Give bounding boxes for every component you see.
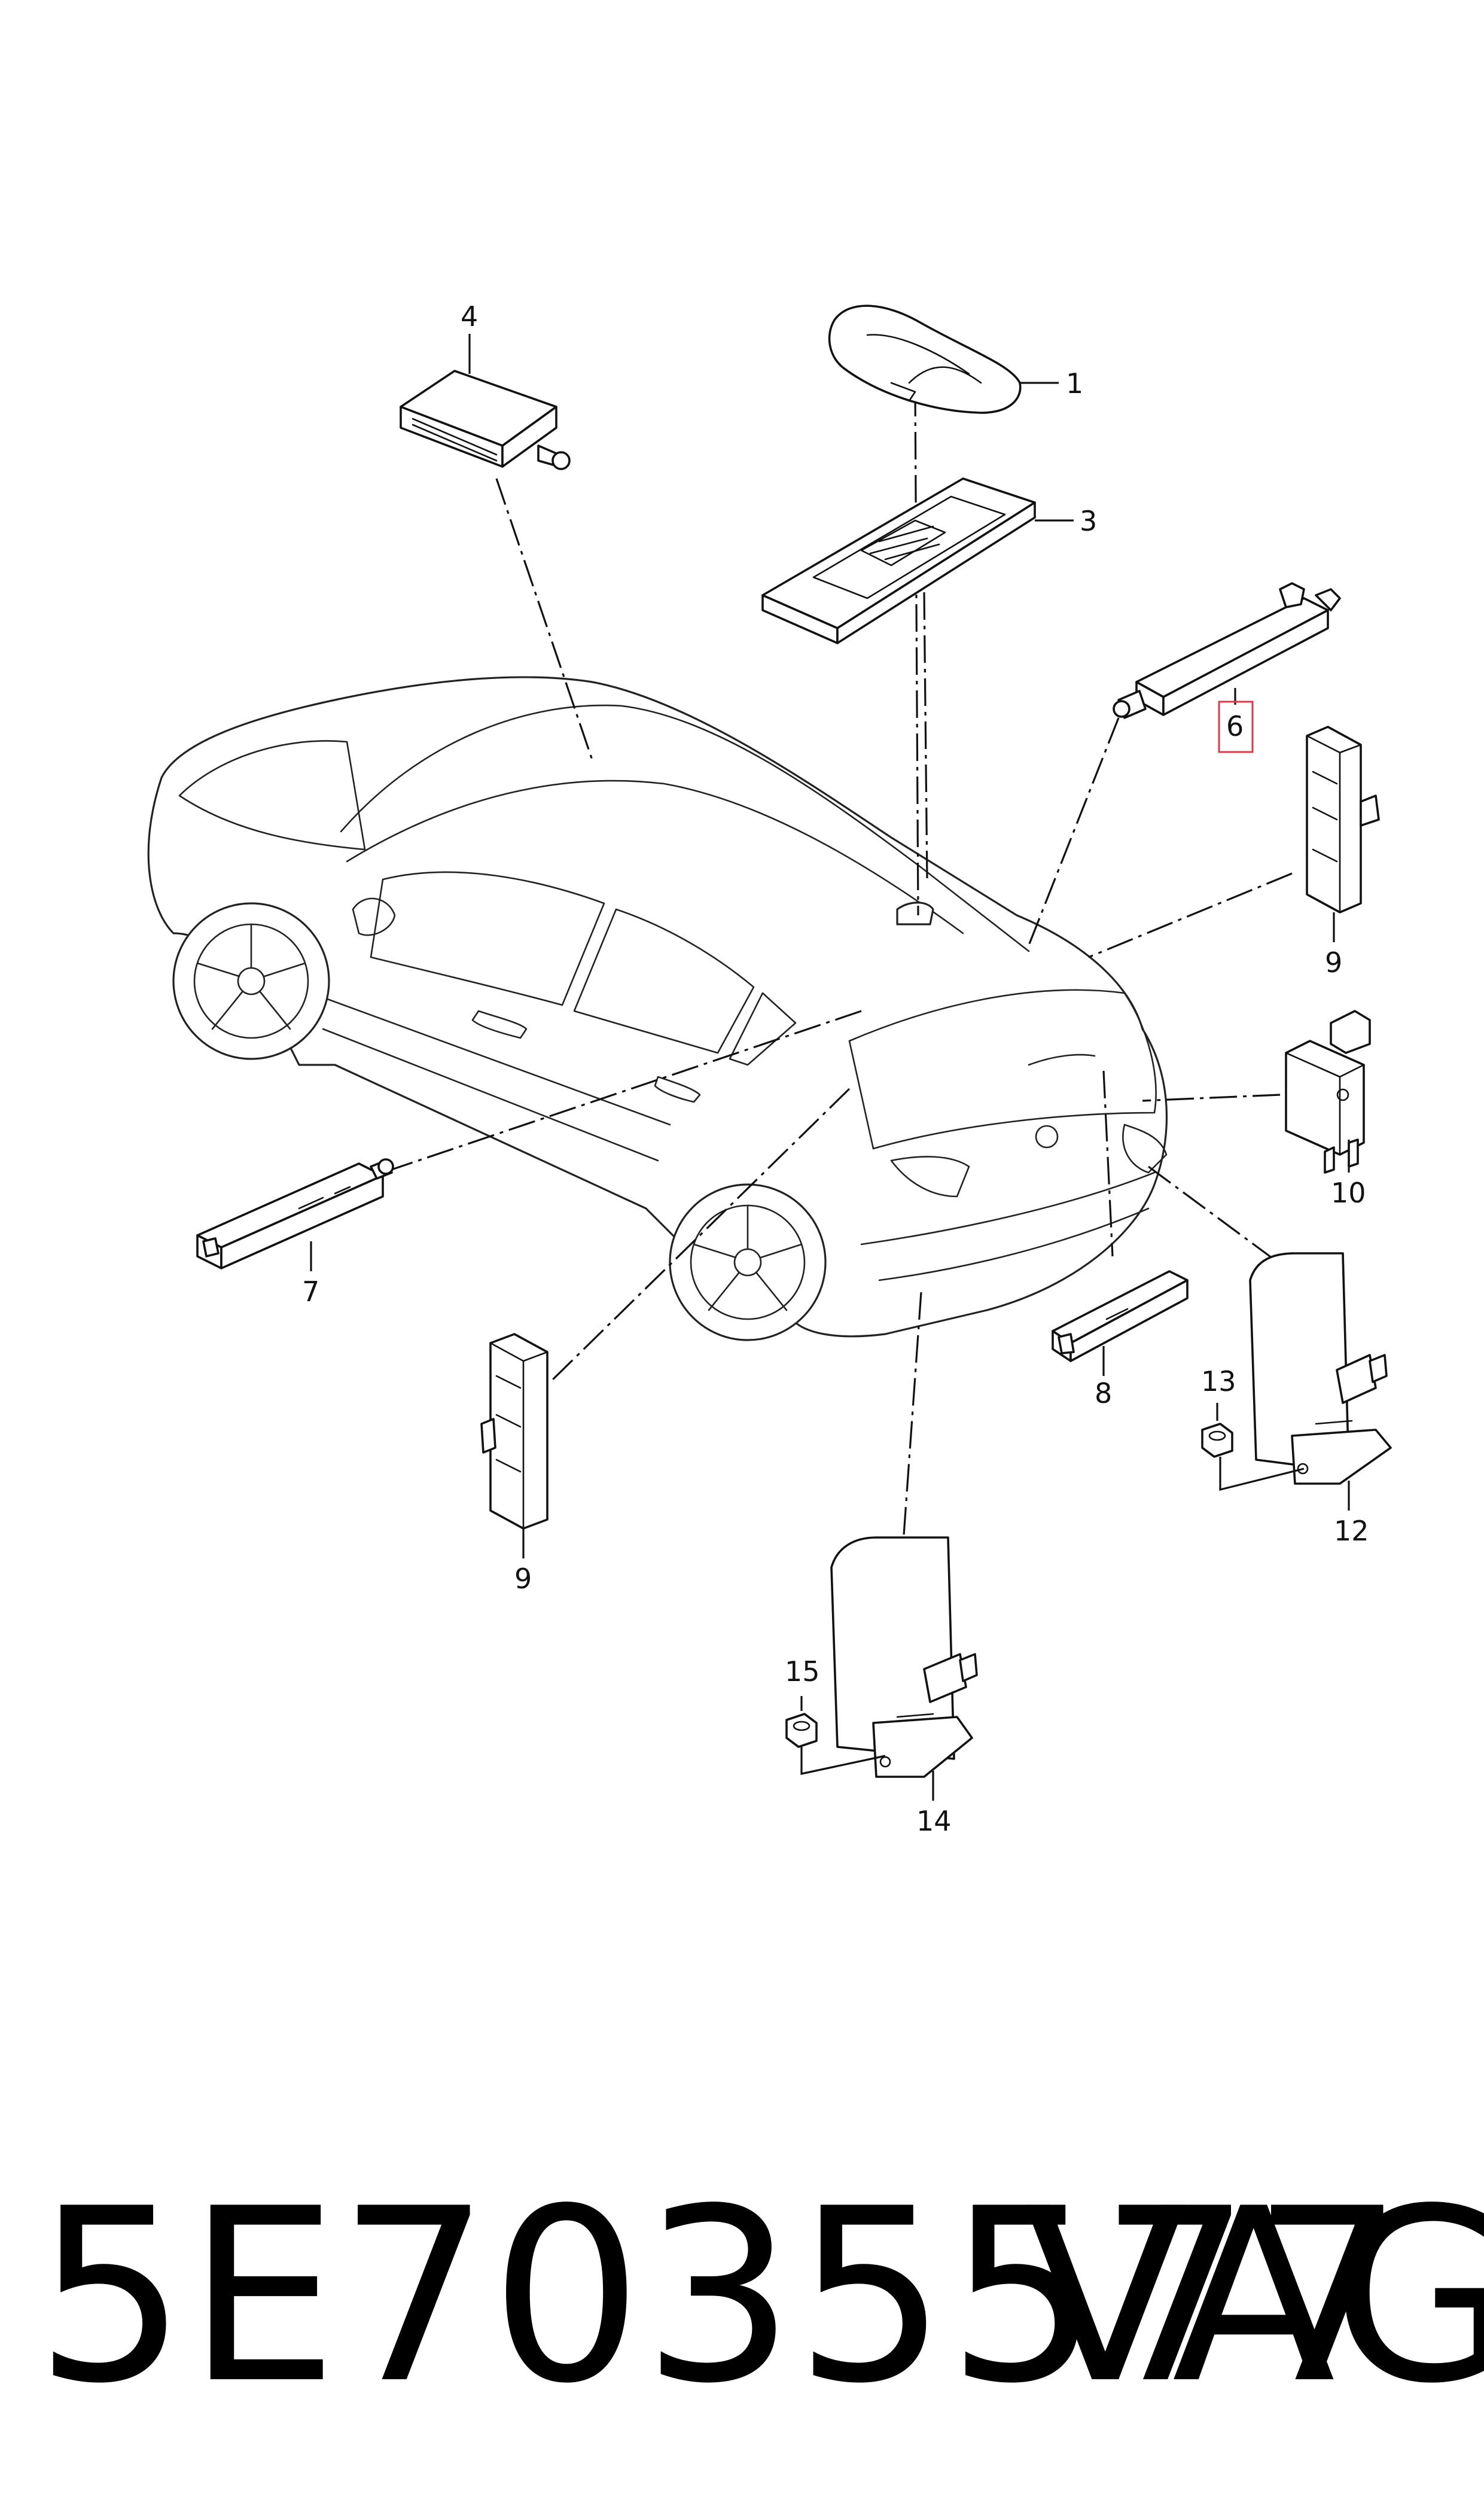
bracket-module-part-14 [830,1536,978,1778]
callout-14: 14 [916,1805,952,1837]
antenna-module-part-9-left [480,1333,548,1530]
antenna-bar-part-6 [1113,582,1341,719]
callout-8: 8 [1095,1377,1112,1409]
callout-3: 3 [1080,505,1097,537]
connection-lines [382,388,1293,1544]
callout-13: 13 [1201,1365,1236,1397]
callout-12: 12 [1334,1515,1369,1547]
antenna-bar-part-8 [1052,1270,1189,1362]
callout-9-left: 9 [514,1563,532,1595]
callout-7: 7 [302,1275,319,1308]
callout-4: 4 [461,300,478,333]
callout-1: 1 [1066,367,1083,400]
roof-antenna-part [828,305,1022,414]
module-part-10 [1285,1010,1371,1174]
callout-labels: 1 3 4 6 7 8 9 9 10 12 13 14 15 [302,300,1369,1837]
control-unit-part [400,370,571,470]
antenna-bar-part-7 [196,1158,394,1269]
car-illustration [147,676,1168,1341]
callout-10: 10 [1331,1177,1366,1209]
antenna-module-part-9-right [1306,726,1380,914]
highlight-box-6 [1218,701,1254,753]
callout-15: 15 [785,1655,820,1688]
brand-label: VAG [1023,2158,1484,2436]
bracket-module-part-12 [1249,1252,1392,1485]
nut-part-15 [785,1713,818,1748]
roof-module-part [761,477,1036,644]
callout-9-right: 9 [1325,946,1342,979]
part-number-label: 5E7035577 [35,2158,1404,2436]
leader-lines [310,334,1350,1801]
callout-6: 6 [1226,710,1244,742]
nut-part-13 [1201,1423,1233,1458]
